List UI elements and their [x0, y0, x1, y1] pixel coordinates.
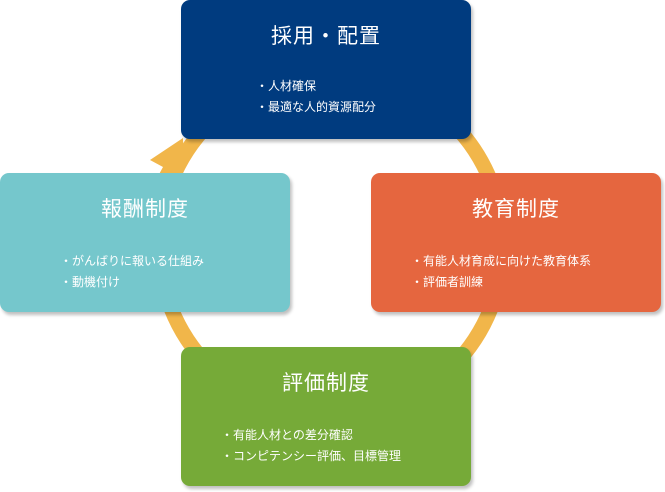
box-item: 有能人材育成に向けた教育体系: [411, 251, 591, 272]
box-title: 採用・配置: [271, 24, 381, 48]
box-item: 動機付け: [60, 272, 204, 293]
box-recruitment-placement: 採用・配置 人材確保 最適な人的資源配分: [181, 0, 471, 139]
box-title: 報酬制度: [101, 197, 189, 221]
box-evaluation-system: 評価制度 有能人材との差分確認 コンピテンシー評価、目標管理: [181, 347, 471, 486]
box-education-system: 教育制度 有能人材育成に向けた教育体系 評価者訓練: [371, 173, 661, 312]
box-item: コンピテンシー評価、目標管理: [221, 446, 401, 467]
box-item: 評価者訓練: [411, 272, 591, 293]
box-compensation-system: 報酬制度 がんばりに報いる仕組み 動機付け: [0, 173, 290, 312]
box-item: 有能人材との差分確認: [221, 425, 401, 446]
box-item: 人材確保: [256, 76, 376, 97]
box-title: 評価制度: [282, 371, 370, 395]
cycle-arrowhead-icon: [150, 138, 184, 180]
box-item: がんばりに報いる仕組み: [60, 251, 204, 272]
box-title: 教育制度: [472, 197, 560, 221]
box-item: 最適な人的資源配分: [256, 97, 376, 118]
